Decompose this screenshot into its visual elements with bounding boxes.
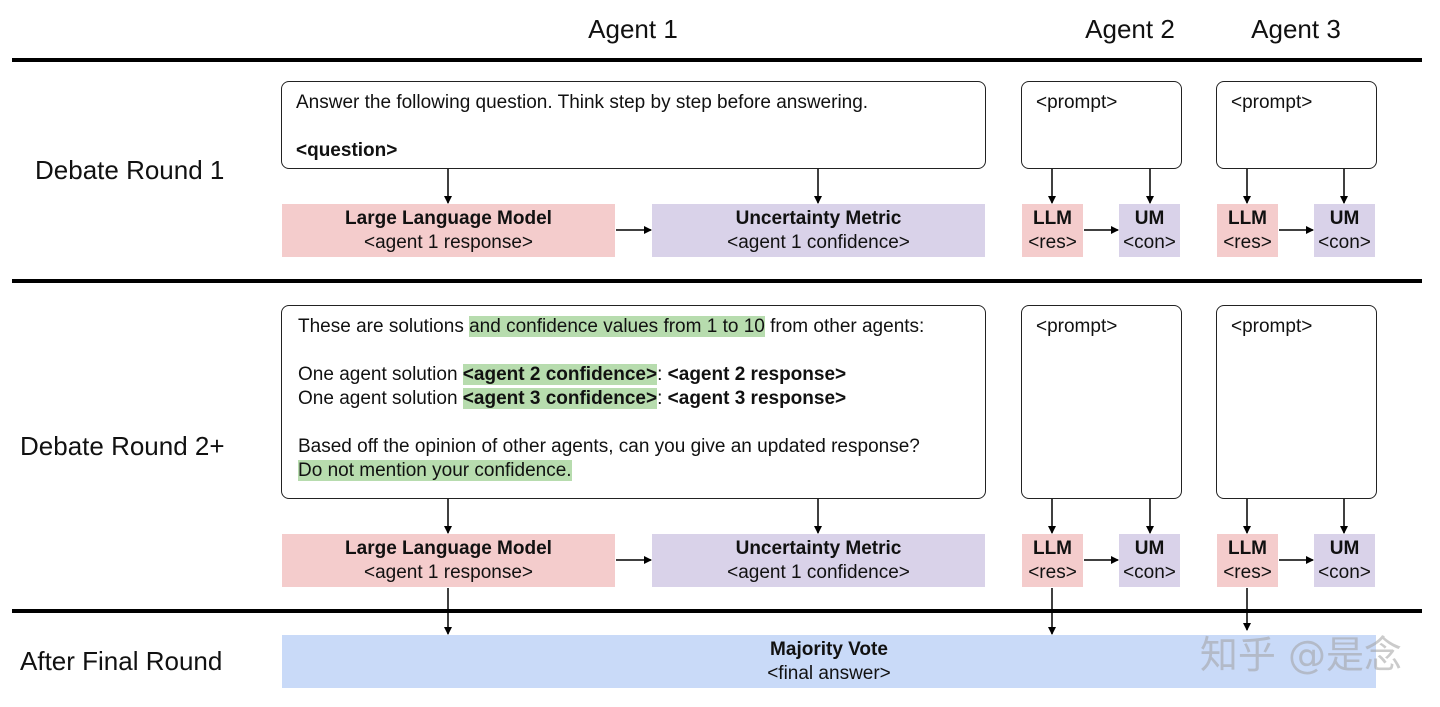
- text-segment: :: [657, 364, 668, 385]
- llm-subtitle: <agent 1 response>: [363, 561, 534, 583]
- round-2-llm-box: Large Language Model <agent 1 response>: [282, 534, 615, 587]
- um-title: Uncertainty Metric: [735, 207, 902, 229]
- text-segment: These are solutions: [298, 316, 470, 337]
- row-label-final: After Final Round: [20, 646, 223, 676]
- round-1-question-placeholder: <question>: [296, 140, 398, 161]
- llm-title: Large Language Model: [345, 207, 552, 229]
- row-label-round-2: Debate Round 2+: [20, 431, 225, 461]
- vote-title: Majority Vote: [770, 638, 888, 660]
- um-small-sub: <con>: [1123, 561, 1176, 583]
- llm-small-title: LLM: [1227, 537, 1268, 559]
- text-segment: :: [657, 388, 668, 409]
- highlight-no-confidence: Do not mention your confidence.: [298, 460, 572, 481]
- round-1-agent-3-llm: LLM <res>: [1217, 204, 1278, 257]
- round-2-um-box: Uncertainty Metric <agent 1 confidence>: [652, 534, 985, 587]
- llm-small-title: LLM: [1227, 207, 1268, 229]
- um-small-title: UM: [1329, 207, 1360, 229]
- round-2-line-1: These are solutions and confidence value…: [298, 315, 971, 339]
- divider-round-1: [12, 279, 1422, 283]
- um-small-title: UM: [1329, 537, 1360, 559]
- round-1-agent-3-prompt: <prompt>: [1216, 81, 1377, 169]
- header-agent-1: Agent 1: [588, 14, 678, 44]
- round-1-agent-2-um: UM <con>: [1119, 204, 1180, 257]
- round-2-prompt-box: These are solutions and confidence value…: [281, 305, 986, 499]
- round-2-line-agent-2: One agent solution <agent 2 confidence>:…: [298, 363, 971, 387]
- prompt-placeholder: <prompt>: [1231, 92, 1313, 113]
- round-1-llm-box: Large Language Model <agent 1 response>: [282, 204, 615, 257]
- highlight-agent-2-confidence: <agent 2 confidence>: [462, 364, 658, 385]
- round-2-agent-3-llm: LLM <res>: [1217, 534, 1278, 587]
- round-1-agent-2-prompt: <prompt>: [1021, 81, 1182, 169]
- um-small-title: UM: [1134, 537, 1165, 559]
- round-1-prompt-box: Answer the following question. Think ste…: [281, 81, 986, 169]
- llm-small-title: LLM: [1032, 537, 1073, 559]
- um-small-title: UM: [1134, 207, 1165, 229]
- text-segment: One agent solution: [298, 388, 463, 409]
- round-1-agent-3-um: UM <con>: [1314, 204, 1375, 257]
- text-segment: One agent solution: [298, 364, 463, 385]
- llm-small-title: LLM: [1032, 207, 1073, 229]
- prompt-placeholder: <prompt>: [1036, 92, 1118, 113]
- divider-round-2: [12, 609, 1422, 613]
- round-1-prompt-line: Answer the following question. Think ste…: [296, 92, 869, 113]
- llm-small-sub: <res>: [1028, 231, 1077, 253]
- agent-2-response-placeholder: <agent 2 response>: [667, 364, 847, 385]
- um-subtitle: <agent 1 confidence>: [727, 231, 910, 253]
- agent-3-response-placeholder: <agent 3 response>: [667, 388, 847, 409]
- llm-subtitle: <agent 1 response>: [363, 231, 534, 253]
- llm-small-sub: <res>: [1223, 231, 1272, 253]
- um-subtitle: <agent 1 confidence>: [727, 561, 910, 583]
- round-2-agent-2-llm: LLM <res>: [1022, 534, 1083, 587]
- um-small-sub: <con>: [1318, 231, 1371, 253]
- text-segment: from other agents:: [764, 316, 925, 337]
- um-small-sub: <con>: [1318, 561, 1371, 583]
- round-2-line-agent-3: One agent solution <agent 3 confidence>:…: [298, 387, 971, 411]
- um-small-sub: <con>: [1123, 231, 1176, 253]
- round-2-agent-3-um: UM <con>: [1314, 534, 1375, 587]
- round-2-agent-2-prompt: <prompt>: [1021, 305, 1182, 499]
- llm-small-sub: <res>: [1223, 561, 1272, 583]
- llm-small-sub: <res>: [1028, 561, 1077, 583]
- round-2-line-question: Based off the opinion of other agents, c…: [298, 436, 920, 457]
- prompt-placeholder: <prompt>: [1231, 316, 1313, 337]
- header-agent-2: Agent 2: [1085, 14, 1175, 44]
- prompt-placeholder: <prompt>: [1036, 316, 1118, 337]
- row-label-round-1: Debate Round 1: [35, 155, 225, 185]
- round-1-agent-2-llm: LLM <res>: [1022, 204, 1083, 257]
- round-2-agent-3-prompt: <prompt>: [1216, 305, 1377, 499]
- majority-vote-box: Majority Vote <final answer>: [282, 635, 1376, 688]
- round-2-line-instruction: Do not mention your confidence.: [298, 459, 971, 483]
- round-1-um-box: Uncertainty Metric <agent 1 confidence>: [652, 204, 985, 257]
- watermark: 知乎 @是念: [1199, 633, 1402, 677]
- highlight-agent-3-confidence: <agent 3 confidence>: [462, 388, 658, 409]
- divider-top: [12, 58, 1422, 62]
- header-agent-3: Agent 3: [1251, 14, 1341, 44]
- vote-subtitle: <final answer>: [767, 662, 891, 684]
- round-2-agent-2-um: UM <con>: [1119, 534, 1180, 587]
- llm-title: Large Language Model: [345, 537, 552, 559]
- um-title: Uncertainty Metric: [735, 537, 902, 559]
- highlight-confidence-values: and confidence values from 1 to 10: [469, 316, 765, 337]
